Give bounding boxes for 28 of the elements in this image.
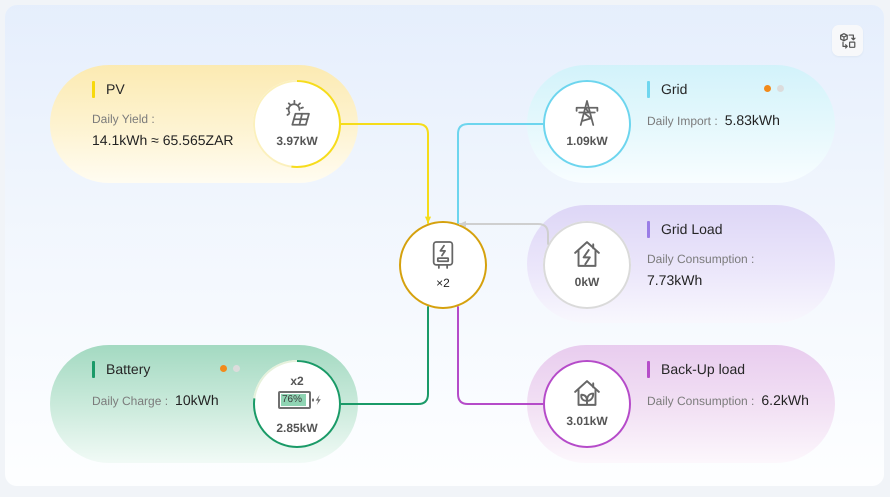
card-title: Grid Load <box>661 220 722 238</box>
metric-label: Daily Consumption : <box>647 251 754 267</box>
power-value: 2.85kW <box>276 420 318 434</box>
metric-value: 10kWh <box>175 391 219 409</box>
metric-label: Daily Consumption : <box>647 393 754 409</box>
unit-count: ×2 <box>436 276 450 290</box>
card-title: PV <box>106 80 125 98</box>
battery-percent: 76% <box>282 394 302 406</box>
metric-value: 14.1kWh ≈ 65.565ZAR <box>92 131 234 149</box>
metric-value: 6.2kWh <box>761 391 809 409</box>
card-title: Back-Up load <box>661 360 746 378</box>
metric-label: Daily Yield : <box>92 111 155 127</box>
card-title: Grid <box>661 80 688 98</box>
power-value: 3.01kW <box>566 414 608 428</box>
metric-label: Daily Import : <box>647 113 718 129</box>
arrow <box>341 123 432 224</box>
power-value: 3.97kW <box>276 134 318 148</box>
connector-line <box>457 306 543 405</box>
arrow <box>459 220 549 245</box>
battery-count: x2 <box>290 374 304 388</box>
metric-label: Daily Charge : <box>92 393 168 409</box>
power-value: 0kW <box>574 275 600 289</box>
card-title: Battery <box>106 360 150 378</box>
metric-value: 5.83kWh <box>724 111 780 129</box>
connector-line <box>457 123 543 224</box>
connector-line <box>341 306 429 405</box>
metric-value: 7.73kWh <box>647 271 702 289</box>
power-value: 1.09kW <box>566 134 608 148</box>
